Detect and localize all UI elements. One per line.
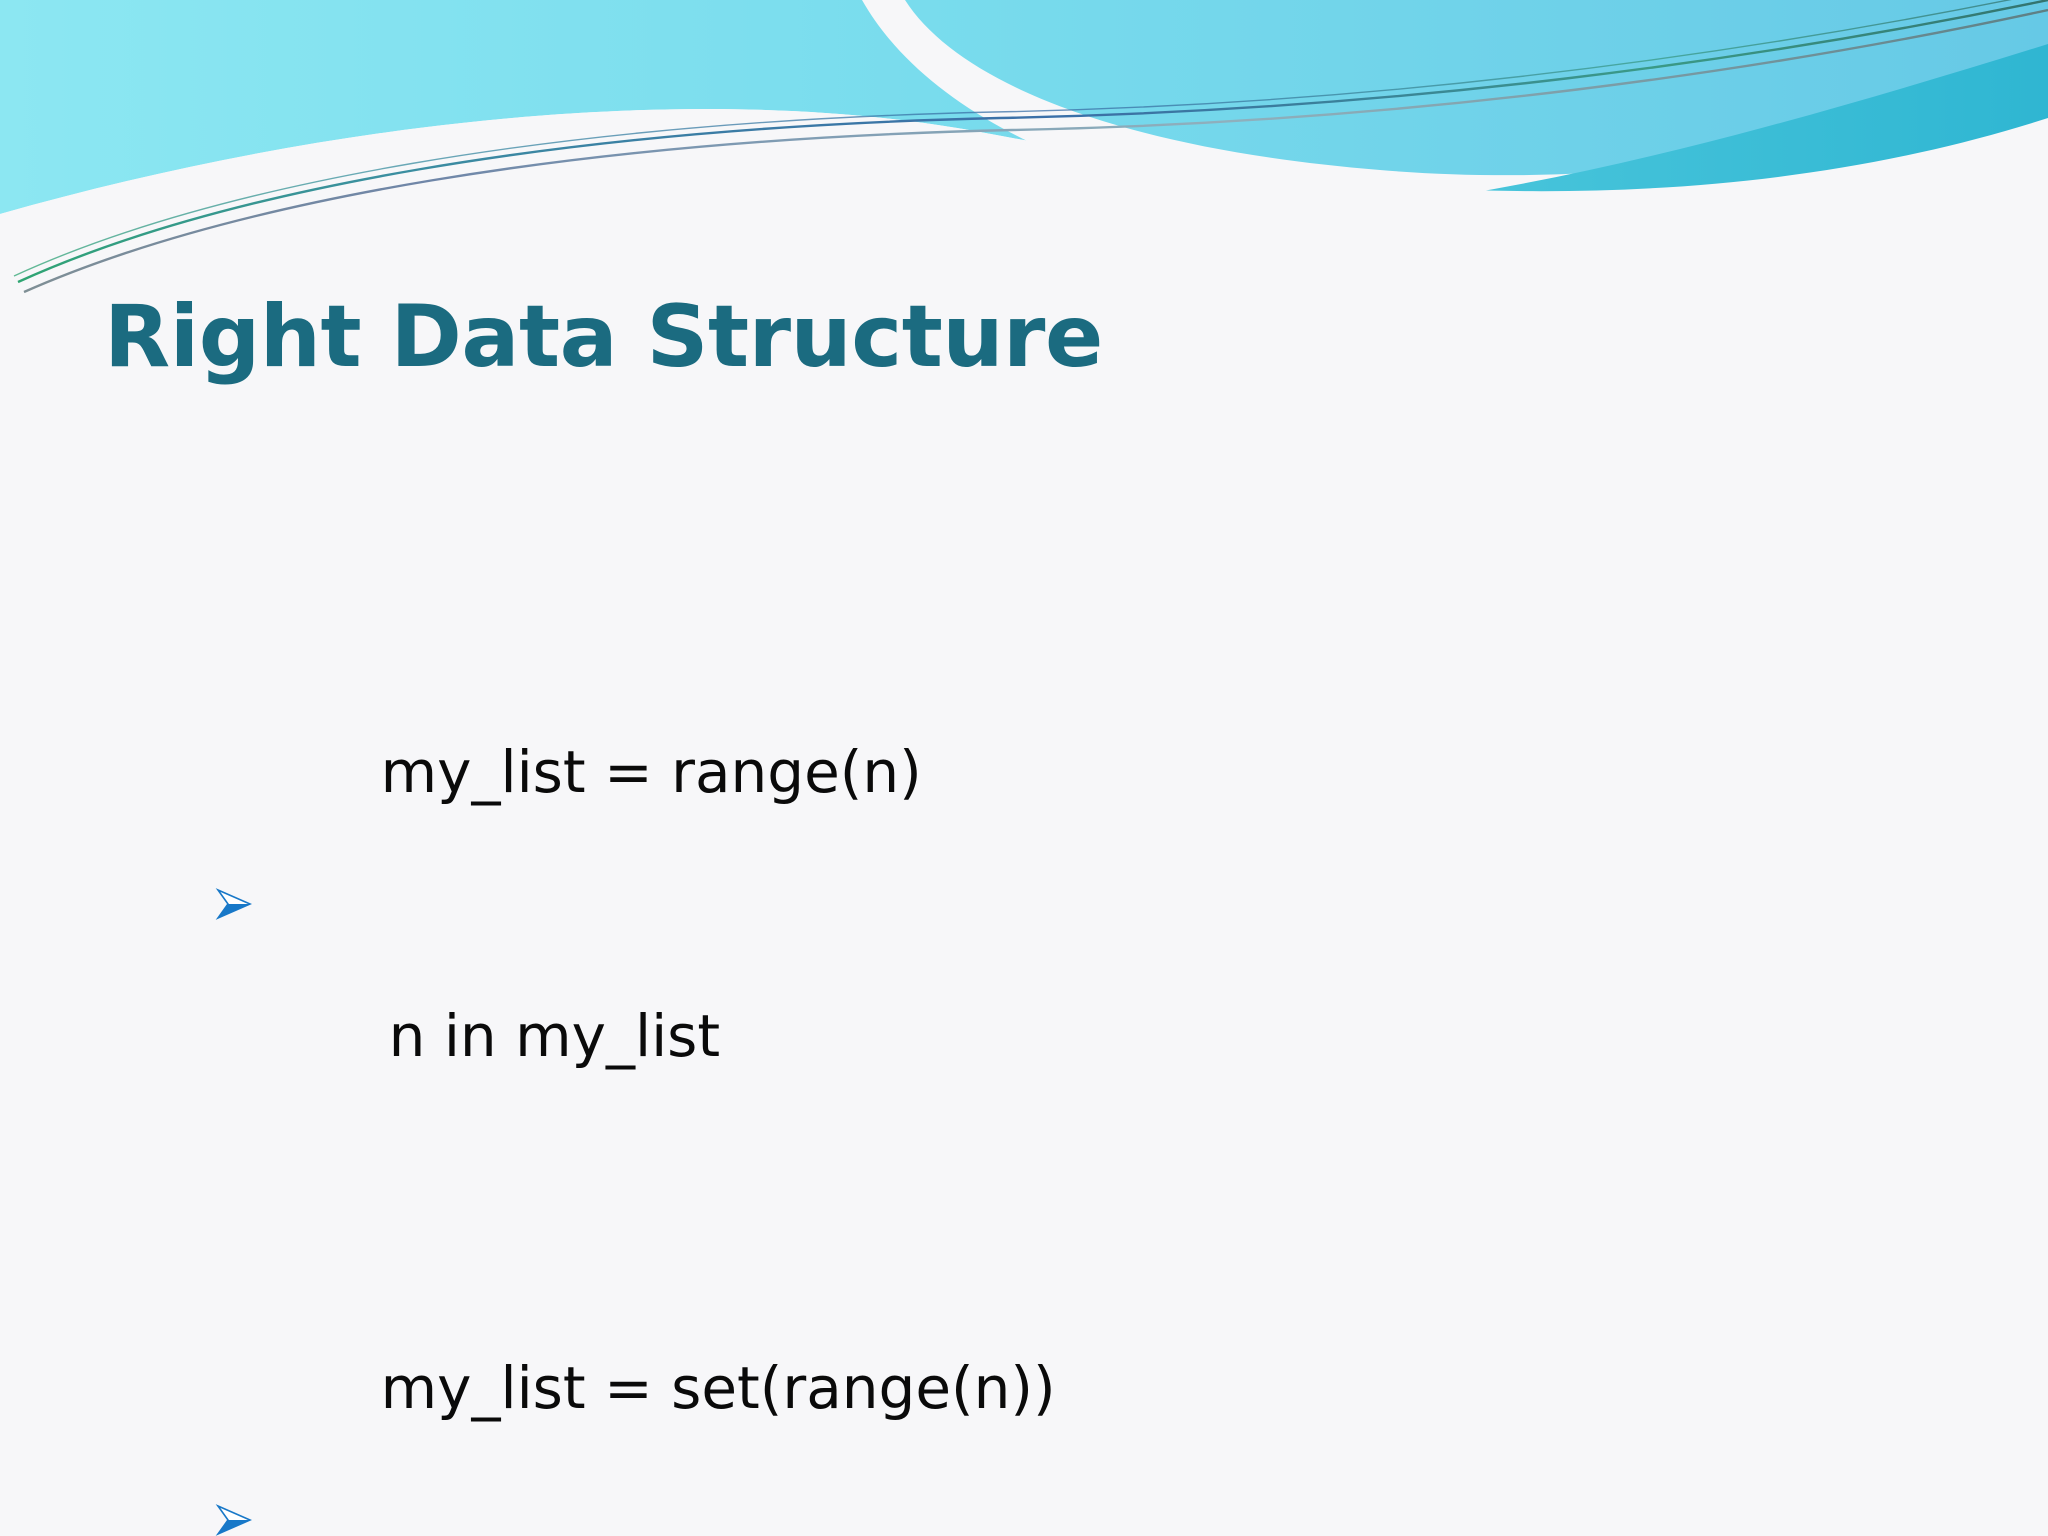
bullet-list-item: my_list = set(range(n)) [206, 1168, 1856, 1536]
swoosh-filament-2 [23, 8, 2048, 294]
banner-cyan-band-secondary [1300, 132, 2048, 256]
arrowhead-bullet-icon [214, 1324, 254, 1536]
swoosh-filament-3 [13, 0, 2012, 277]
continuation-line: n in my_list [206, 1520, 1856, 1536]
continuation-text: n in my_list [388, 1002, 721, 1070]
bullet-list-item: my_list = range(n) [206, 552, 1856, 920]
swoosh-filament-1 [17, 0, 2048, 284]
banner-white-swoosh [862, 0, 2048, 234]
banner-ground [0, 109, 2048, 300]
slide-body-content: my_list = range(n) n in my_list my_list … [206, 552, 1856, 1536]
banner-teal-band [1330, 44, 2048, 230]
header-decoration [0, 0, 2048, 300]
banner-cyan-field [0, 0, 2048, 214]
slide-title: Right Data Structure [104, 287, 1103, 387]
bullet-item-text: my_list = set(range(n)) [380, 1354, 1056, 1422]
arrowhead-bullet-icon [214, 708, 254, 920]
bullet-item-text: my_list = range(n) [380, 738, 922, 806]
continuation-line: n in my_list [206, 904, 1856, 1168]
